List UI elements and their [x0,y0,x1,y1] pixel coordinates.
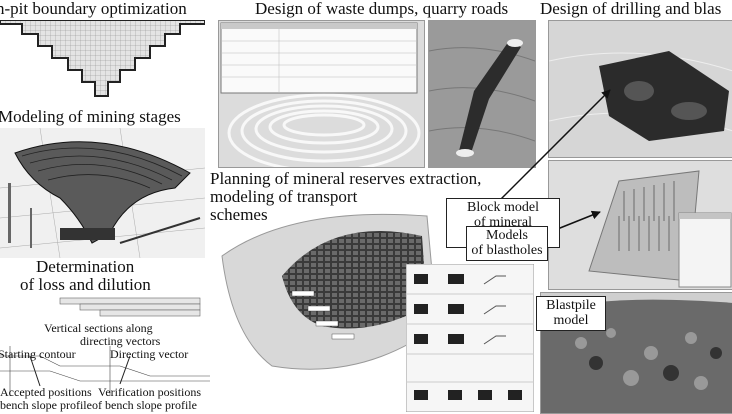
label-starting-contour: Starting contour [0,347,76,361]
callout-block-model-1: Block model [467,200,539,215]
callout-blastholes-1: Models [486,228,528,243]
mining-stages-model [0,128,205,258]
quarry-road-panel [428,20,536,168]
label-accepted-1: Accepted positions [0,385,92,399]
caption-mining-stages: Modeling of mining stages [0,107,181,126]
label-vertical-sections-2: directing vectors [80,334,161,348]
planning-block-model [221,213,438,370]
caption-planning-2: modeling of transport [210,187,358,206]
transport-scheme-table [406,264,534,412]
caption-drilling: Design of drilling and blas [540,0,722,18]
block-model-panel [548,20,732,158]
callout-blastpile-2: model [553,313,589,329]
pit-boundary-grid [0,20,205,97]
callout-blastholes-2: of blastholes [471,243,543,259]
label-verification-2: of bench slope profile [92,398,197,412]
caption-loss-line1: Determination [36,257,135,276]
label-directing-vector: Directing vector [110,347,189,361]
callout-blastpile: Blastpile model [536,296,606,331]
label-verification-1: Verification positions [98,385,201,399]
caption-loss-line2: of loss and dilution [20,275,151,294]
loss-dilution-diagram [0,297,210,396]
caption-planning-3: schemes [210,205,268,224]
blastholes-panel [548,160,732,290]
caption-waste-dumps: Design of waste dumps, quarry roads [255,0,509,18]
caption-pit-boundary: n-pit boundary optimization [0,0,187,18]
label-vertical-sections-1: Vertical sections along [44,321,153,335]
label-accepted-2: bench slope profile [0,398,92,412]
callout-blastpile-1: Blastpile [546,298,596,313]
waste-dump-panel [218,20,425,168]
callout-blastholes: Models of blastholes [466,226,548,261]
caption-planning-1: Planning of mineral reserves extraction, [210,169,482,188]
